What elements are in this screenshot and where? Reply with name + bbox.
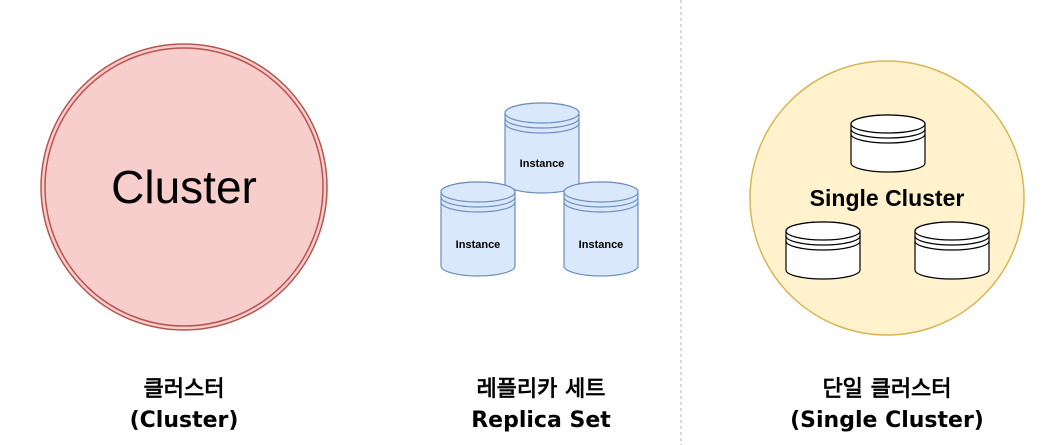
cluster-caption-line1: 클러스터: [143, 377, 225, 402]
replica-caption-line2: Replica Set: [471, 408, 611, 433]
replica-caption-line1: 레플리카 세트: [476, 377, 606, 402]
single-caption-line2: (Single Cluster): [790, 408, 984, 433]
instance-label-top: Instance: [520, 158, 565, 170]
cluster-caption-line2: (Cluster): [129, 408, 239, 433]
replica-instance-left[interactable]: Instance: [440, 181, 516, 277]
replica-caption: 레플리카 세트 Replica Set: [441, 374, 641, 436]
single-cylinder-right: [914, 221, 990, 280]
replica-instance-right[interactable]: Instance: [563, 181, 639, 277]
single-cluster-node[interactable]: Single Cluster: [749, 60, 1025, 336]
instance-label-right: Instance: [579, 239, 624, 251]
single-cluster-label: Single Cluster: [810, 185, 965, 211]
single-cylinder-top: [850, 114, 926, 173]
single-cylinder-left: [785, 221, 861, 280]
single-cluster-caption: 단일 클러스터 (Single Cluster): [767, 374, 1007, 436]
cluster-node[interactable]: Cluster: [40, 43, 328, 331]
cluster-label: Cluster: [111, 161, 257, 213]
cluster-circle-inner: [44, 47, 324, 327]
cluster-circle-outer: [40, 43, 328, 331]
replica-instance-top[interactable]: Instance: [504, 102, 580, 194]
single-caption-line1: 단일 클러스터: [822, 377, 952, 402]
cluster-caption: 클러스터 (Cluster): [84, 374, 284, 436]
instance-label-left: Instance: [456, 239, 501, 251]
